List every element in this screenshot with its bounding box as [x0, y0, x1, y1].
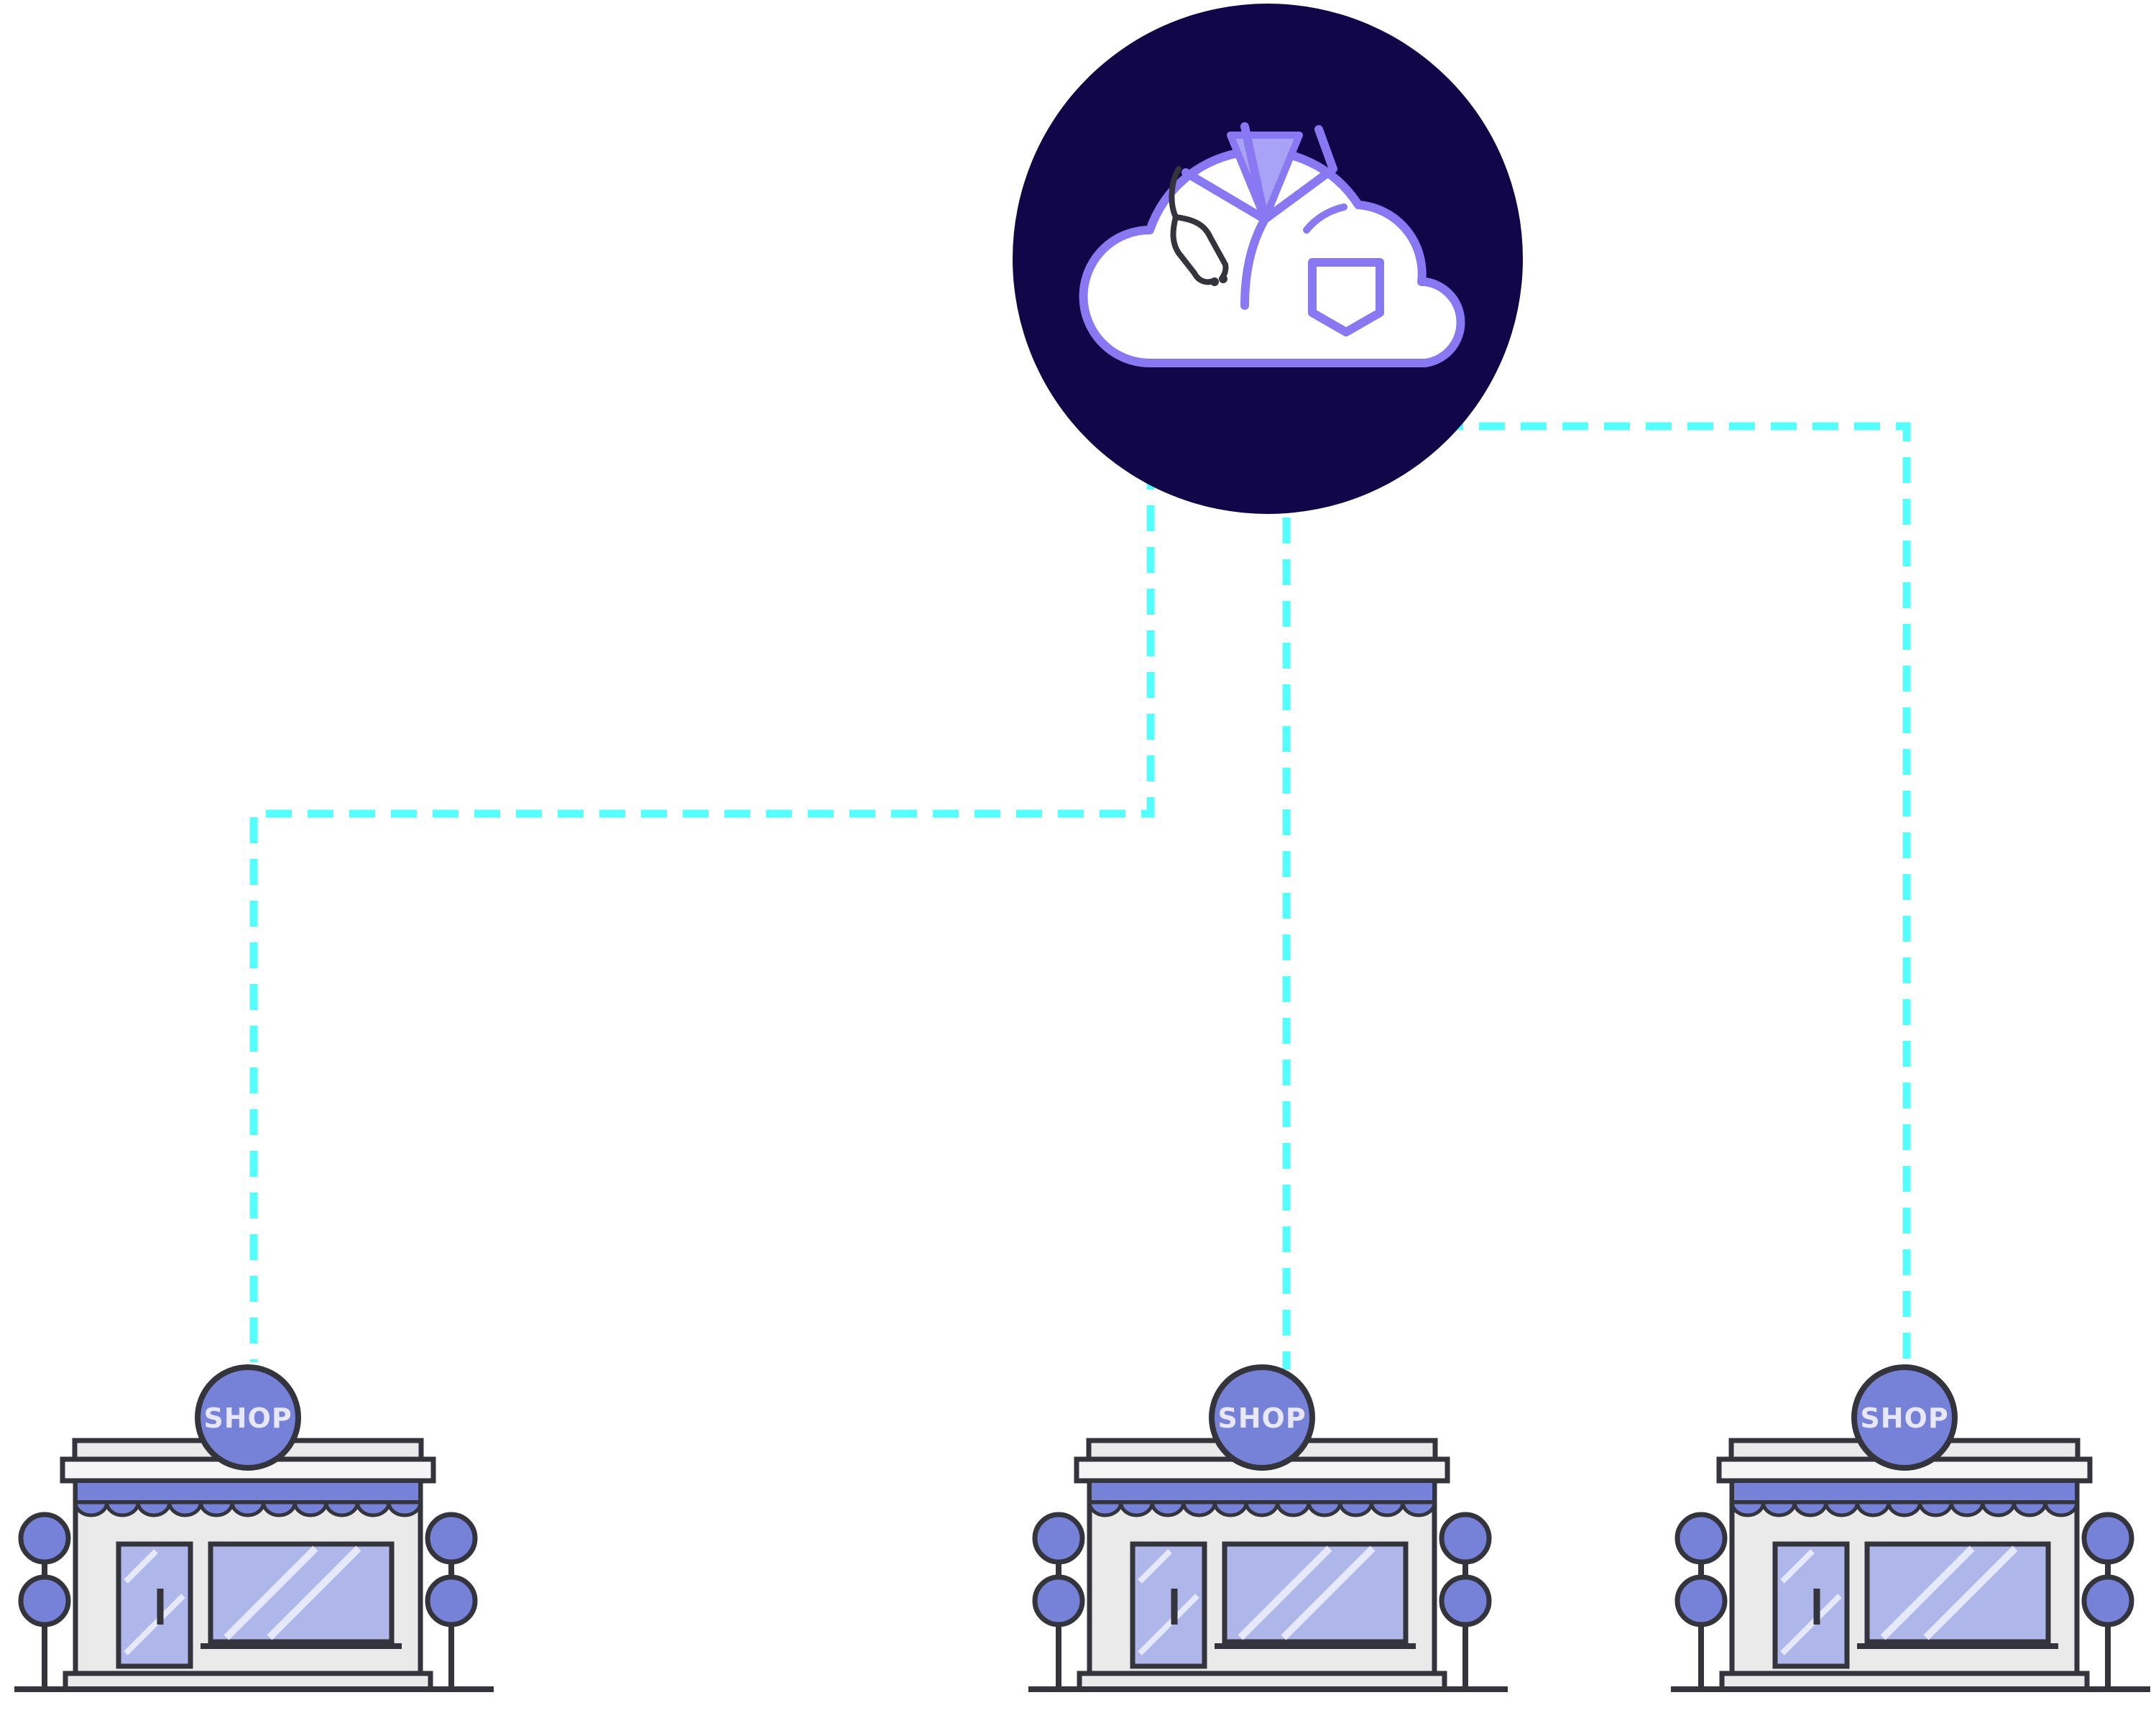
shop-3: SHOP: [1671, 1367, 2150, 1689]
shop-2: SHOP: [1028, 1367, 1508, 1689]
cloud-doctor-icon: [1079, 122, 1465, 367]
shop-2-sign: SHOP: [1217, 1402, 1306, 1434]
shop-1-sign: SHOP: [203, 1402, 292, 1434]
connector-hub-to-shop-3: [1437, 422, 1911, 1362]
connector-hub-to-shop-1: [249, 464, 1155, 1362]
cloud-hub: [1013, 4, 1523, 514]
shop-1: SHOP: [14, 1367, 494, 1689]
shop-3-sign: SHOP: [1860, 1402, 1948, 1434]
